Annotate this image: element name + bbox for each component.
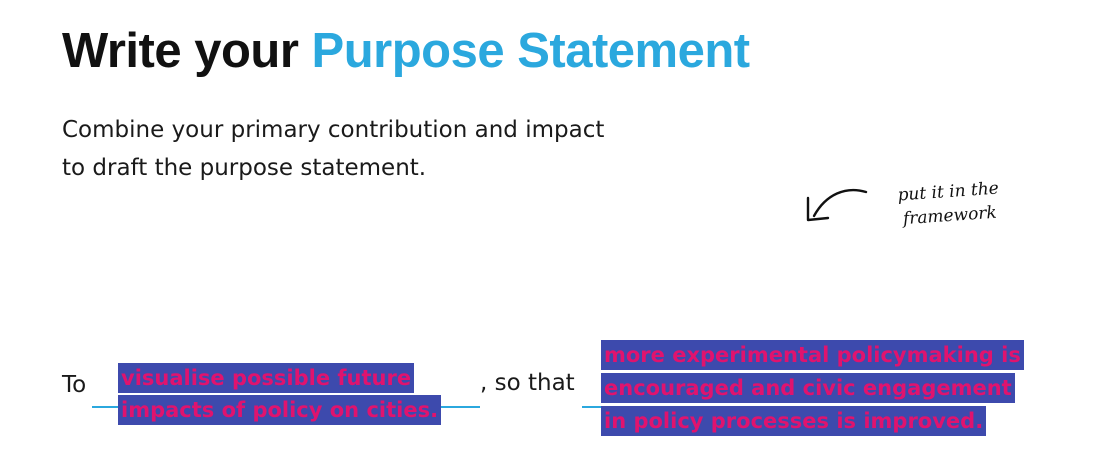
word-so-that: , so that	[480, 370, 575, 396]
word-to: To	[62, 372, 87, 398]
title-part-accent: Purpose Statement	[311, 24, 751, 78]
impact-field[interactable]: more experimental policymaking is encour…	[601, 340, 1024, 436]
impact-line-1: more experimental policymaking is	[601, 340, 1024, 370]
intro-line-2: to draft the purpose statement.	[62, 155, 427, 181]
contribution-field[interactable]: visualise possible future impacts of pol…	[118, 363, 442, 425]
intro-text: Combine your primary contribution and im…	[62, 111, 702, 187]
impact-blank-line	[582, 406, 604, 408]
contribution-line-2: impacts of policy on cities.	[118, 395, 442, 425]
curved-arrow-icon	[806, 188, 868, 222]
title-part-plain: Write your	[62, 24, 312, 78]
contribution-line-1: visualise possible future	[118, 363, 415, 393]
impact-line-2: encouraged and civic engagement	[601, 373, 1015, 403]
page-title: Write your Purpose Statement	[62, 22, 750, 80]
handwritten-note: put it in the framework	[892, 176, 1005, 232]
intro-line-1: Combine your primary contribution and im…	[62, 117, 605, 143]
impact-line-3: in policy processes is improved.	[601, 406, 987, 436]
